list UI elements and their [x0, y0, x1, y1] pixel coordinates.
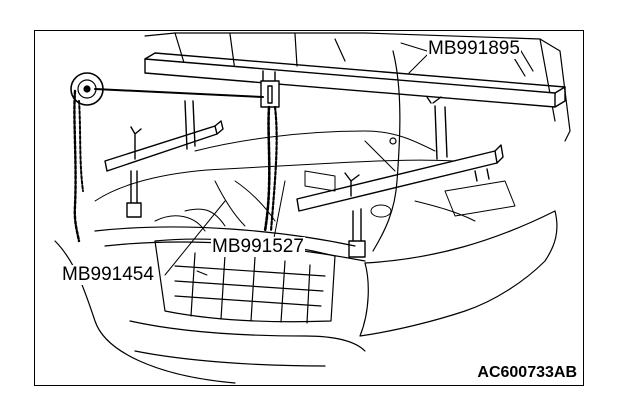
callout-mb991454: MB991454 [61, 264, 155, 285]
engine-support-illustration [54, 32, 571, 384]
chain-pulley [70, 72, 264, 243]
callout-mb991527: MB991527 [211, 236, 305, 257]
center-chain [263, 105, 278, 233]
figure-id: AC600733AB [477, 364, 577, 382]
callout-leaders [164, 42, 428, 276]
upper-support-bar [144, 52, 566, 108]
callout-mb991895: MB991895 [427, 38, 521, 59]
left-cross-bar [104, 100, 224, 218]
engine-body [94, 130, 516, 232]
diagram-frame: MB991895 MB991527 MB991454 AC600733AB [34, 30, 584, 386]
hook-cable [372, 50, 401, 252]
front-grille [54, 210, 558, 384]
